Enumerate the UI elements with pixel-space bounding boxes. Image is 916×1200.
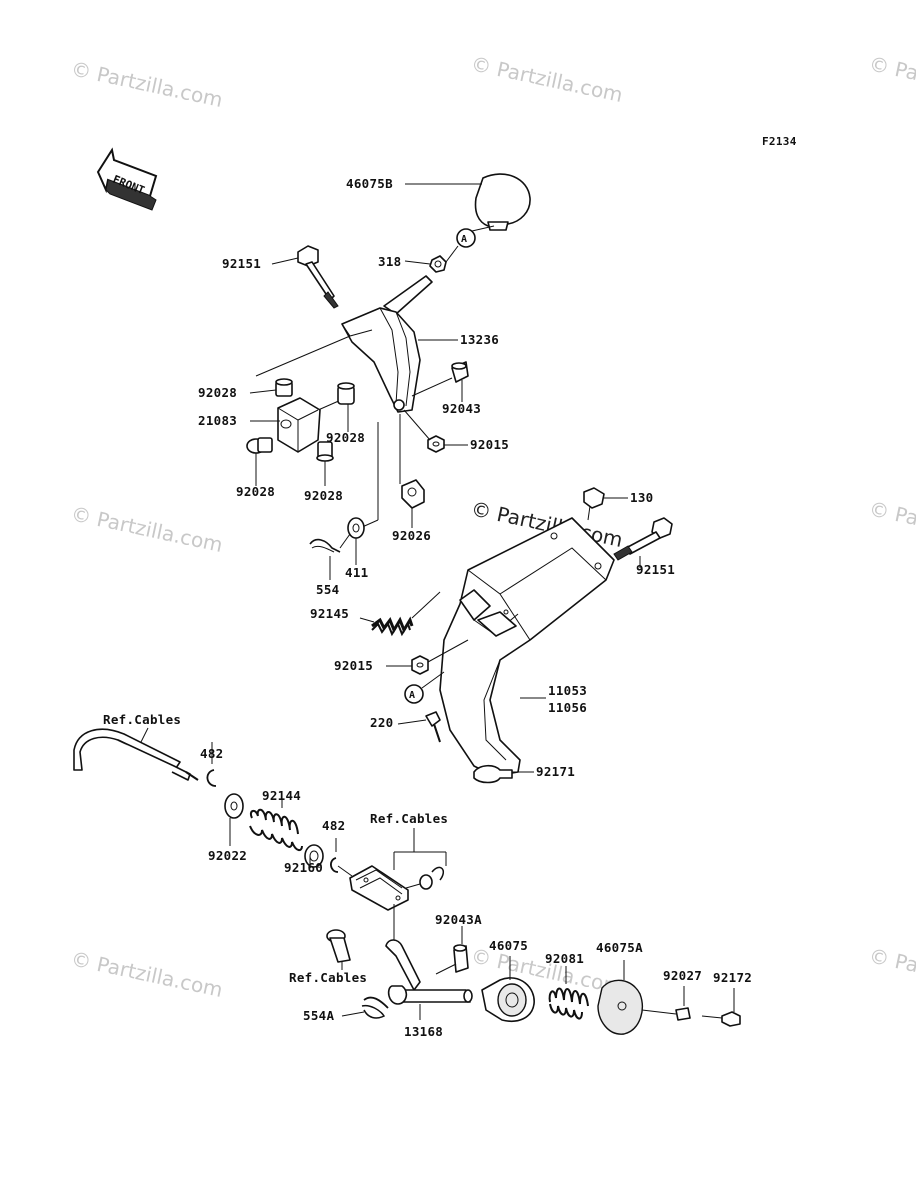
callout-a-top — [456, 228, 476, 248]
bushing-92028-d — [316, 441, 334, 462]
label-130: 130 — [630, 490, 653, 505]
shift-knob-46075B — [474, 173, 531, 231]
label-92028-a: 92028 — [198, 385, 237, 400]
label-318: 318 — [378, 254, 401, 269]
shift-lever-13236 — [341, 275, 433, 413]
washer-411 — [347, 517, 365, 539]
figure-code: F2134 — [762, 135, 797, 148]
ref-cables-top: Ref.Cables — [103, 712, 181, 727]
clip-482-a — [206, 769, 217, 787]
watermark-mr: © Partzilla.com — [867, 496, 916, 552]
nut-92015-b — [411, 655, 429, 675]
clamp-92171 — [473, 764, 513, 784]
collar-92026 — [401, 479, 425, 509]
pedal-pad-46075 — [481, 977, 535, 1022]
spring-92081 — [548, 987, 589, 1020]
nut-318 — [429, 255, 447, 273]
nut-92015-a — [427, 435, 445, 453]
bolt-92151-right — [613, 517, 673, 561]
clevis-pin — [326, 929, 351, 963]
label-13168: 13168 — [404, 1024, 443, 1039]
screw-92172 — [701, 1011, 741, 1027]
label-482-b: 482 — [322, 818, 345, 833]
callout-a-lower-text: A — [409, 690, 415, 701]
watermark-tr: © Partzilla.com — [867, 51, 916, 107]
label-554: 554 — [316, 582, 339, 597]
screw-220 — [425, 711, 441, 743]
label-92015-b: 92015 — [334, 658, 373, 673]
label-411: 411 — [345, 565, 368, 580]
watermark-ml: © Partzilla.com — [69, 501, 225, 557]
label-92151-top: 92151 — [222, 256, 261, 271]
label-92081: 92081 — [545, 951, 584, 966]
watermark-tc: © Partzilla.com — [469, 51, 625, 107]
callout-a-lower — [404, 684, 424, 704]
pedal-pad-46075A — [597, 979, 643, 1035]
label-92028-b: 92028 — [326, 430, 365, 445]
clip-482-b — [330, 857, 339, 873]
pin-92043A — [453, 944, 469, 973]
label-92028-c: 92028 — [236, 484, 275, 499]
cotter-pin-554A — [361, 996, 389, 1019]
label-554A: 554A — [303, 1008, 334, 1023]
label-11056: 11056 — [548, 700, 587, 715]
watermark-tl: © Partzilla.com — [69, 56, 225, 112]
bushing-92028-b — [337, 382, 355, 405]
label-92151-right: 92151 — [636, 562, 675, 577]
cotter-pin-554 — [309, 538, 341, 553]
label-92144: 92144 — [262, 788, 301, 803]
spring-92144 — [249, 808, 303, 852]
callout-a-top-text: A — [461, 234, 467, 245]
label-92022: 92022 — [208, 848, 247, 863]
label-46075A: 46075A — [596, 940, 643, 955]
label-92027: 92027 — [663, 968, 702, 983]
label-92028-d: 92028 — [304, 488, 343, 503]
label-92160: 92160 — [284, 860, 323, 875]
cable-top — [73, 728, 199, 781]
washer-92022 — [224, 793, 244, 819]
cable-washer-right — [419, 866, 444, 890]
label-11053: 11053 — [548, 683, 587, 698]
label-220: 220 — [370, 715, 393, 730]
label-92145: 92145 — [310, 606, 349, 621]
watermark-br: © Partzilla.com — [867, 943, 916, 999]
pin-92043 — [451, 361, 469, 383]
watermark-bl: © Partzilla.com — [69, 946, 225, 1002]
spacer-92027 — [675, 1007, 691, 1021]
label-13236: 13236 — [460, 332, 499, 347]
label-92026: 92026 — [392, 528, 431, 543]
pedal-bracket-11053 — [439, 517, 615, 777]
label-21083: 21083 — [198, 413, 237, 428]
label-92171: 92171 — [536, 764, 575, 779]
label-46075B: 46075B — [346, 176, 393, 191]
label-46075: 46075 — [489, 938, 528, 953]
bushing-92028-a — [275, 378, 293, 397]
label-92043A: 92043A — [435, 912, 482, 927]
ref-cables-mid: Ref.Cables — [370, 811, 448, 826]
label-92015-a: 92015 — [470, 437, 509, 452]
label-92172: 92172 — [713, 970, 752, 985]
pedal-arm-13168 — [385, 904, 473, 1005]
bolt-92151-top — [297, 245, 339, 309]
bushing-92028-c — [246, 437, 273, 454]
pivot-block-21083 — [277, 397, 321, 453]
bolt-130 — [583, 487, 605, 521]
ref-cables-bottom: Ref.Cables — [289, 970, 367, 985]
label-92043: 92043 — [442, 401, 481, 416]
link-plate — [349, 865, 409, 911]
spring-92145 — [371, 616, 414, 637]
label-482-a: 482 — [200, 746, 223, 761]
front-arrow-icon: FRONT — [96, 147, 158, 211]
